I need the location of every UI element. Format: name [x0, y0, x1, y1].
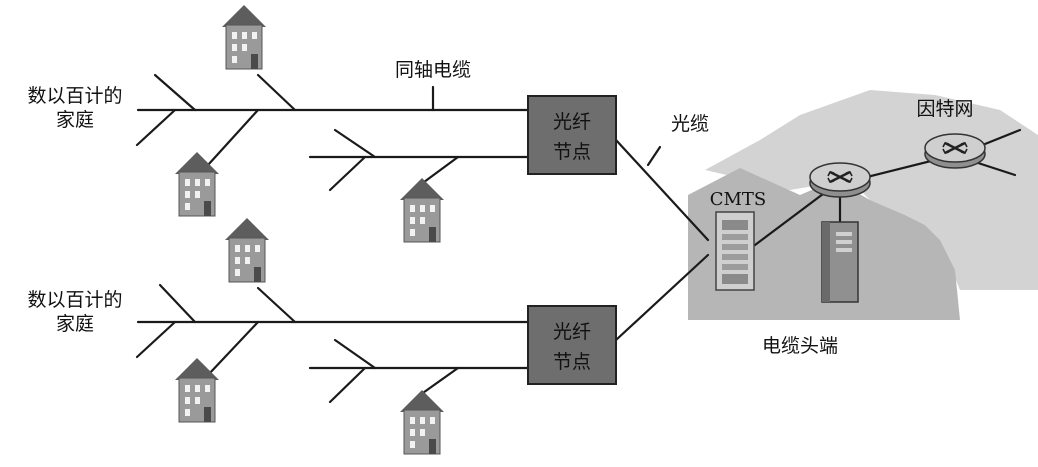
homes-top-line1: 数以百计的: [27, 85, 122, 107]
cable-headend-label: 电缆头端: [762, 335, 838, 357]
cmts-device: [715, 211, 755, 291]
internet-label: 因特网: [916, 98, 973, 120]
router-icon: [923, 132, 987, 170]
coax-label: 同轴电缆: [395, 59, 471, 81]
bottom-coax-tree: [135, 283, 532, 404]
server-icon: [821, 221, 859, 303]
fiber-node-top-line2: 节点: [553, 141, 591, 163]
fiber-node-bottom: 光纤 节点: [527, 305, 617, 385]
top-coax-tree: [135, 73, 532, 192]
homes-bottom-line1: 数以百计的: [27, 289, 122, 311]
house-icon: [399, 389, 445, 455]
homes-top-line2: 家庭: [56, 109, 94, 131]
fiber-node-top: 光纤 节点: [527, 95, 617, 175]
router-icon: [808, 161, 872, 199]
house-icon: [224, 217, 270, 283]
fiber-cables: [614, 138, 710, 342]
house-icon: [399, 177, 445, 243]
fiber-node-bottom-line2: 节点: [553, 351, 591, 373]
house-icon: [174, 357, 220, 423]
homes-bottom-line2: 家庭: [56, 313, 94, 335]
fiber-cable-label: 光缆: [671, 113, 709, 135]
cmts-label: CMTS: [710, 189, 767, 210]
fiber-node-bottom-line1: 光纤: [553, 321, 591, 343]
house-icon: [221, 4, 267, 70]
fiber-node-top-line1: 光纤: [553, 111, 591, 133]
